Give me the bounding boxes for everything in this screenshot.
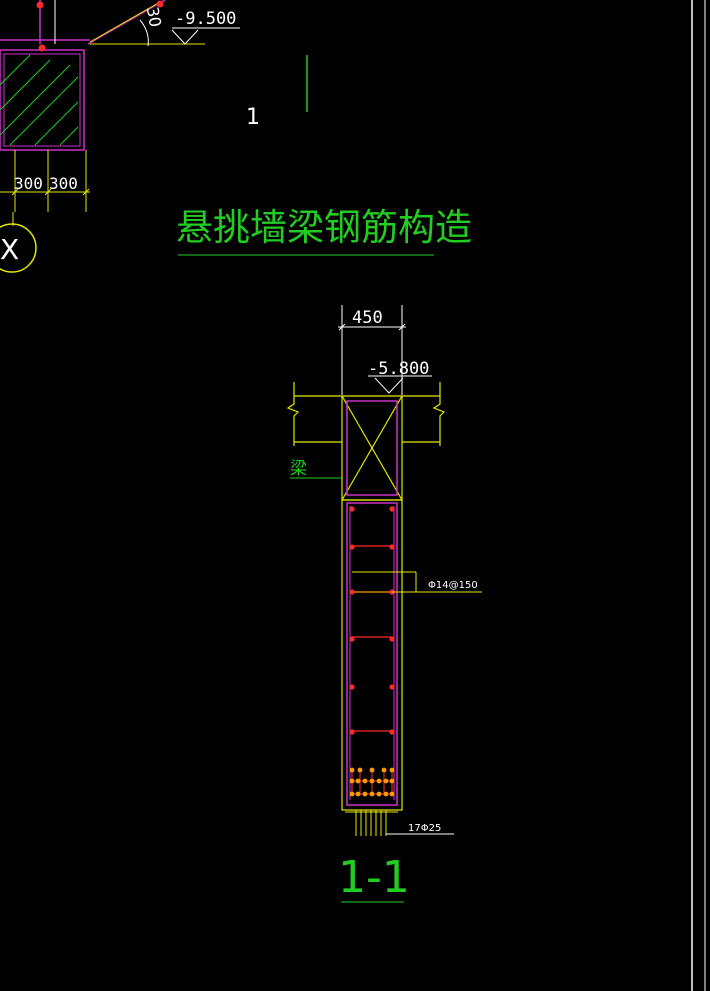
dimension-right-label: 300: [49, 174, 78, 193]
stirrup-spec-leader: [352, 571, 482, 593]
top-angle-label: 30: [143, 5, 165, 28]
top-left-detail: [0, 0, 308, 273]
dimension-left-label: 300: [14, 174, 43, 193]
drawing-frame: [691, 0, 706, 991]
axis-marker-label: X: [0, 233, 19, 266]
width-dimension-label: 450: [352, 308, 383, 328]
wall-section: [341, 499, 403, 811]
drawing-title: 悬挑墙梁钢筋构造: [176, 206, 472, 249]
bottom-bars: [345, 767, 398, 836]
stirrup-links: [352, 545, 392, 732]
beam-stirrup: [346, 400, 398, 496]
beam-outline: [286, 382, 446, 501]
beam-level-label: -5.800: [368, 359, 429, 379]
top-level-label: -9.500: [175, 9, 236, 29]
stirrup-spec-label: Φ14@150: [428, 580, 478, 591]
side-bars: [349, 506, 395, 735]
section-label: 1-1: [338, 852, 410, 903]
width-dimension: [338, 305, 406, 395]
beam-level-symbol: [368, 375, 432, 394]
grid-marker-label: 1: [246, 105, 260, 130]
bottom-bar-spec-label: 17Φ25: [408, 823, 441, 834]
beam-label: 梁: [290, 459, 307, 479]
